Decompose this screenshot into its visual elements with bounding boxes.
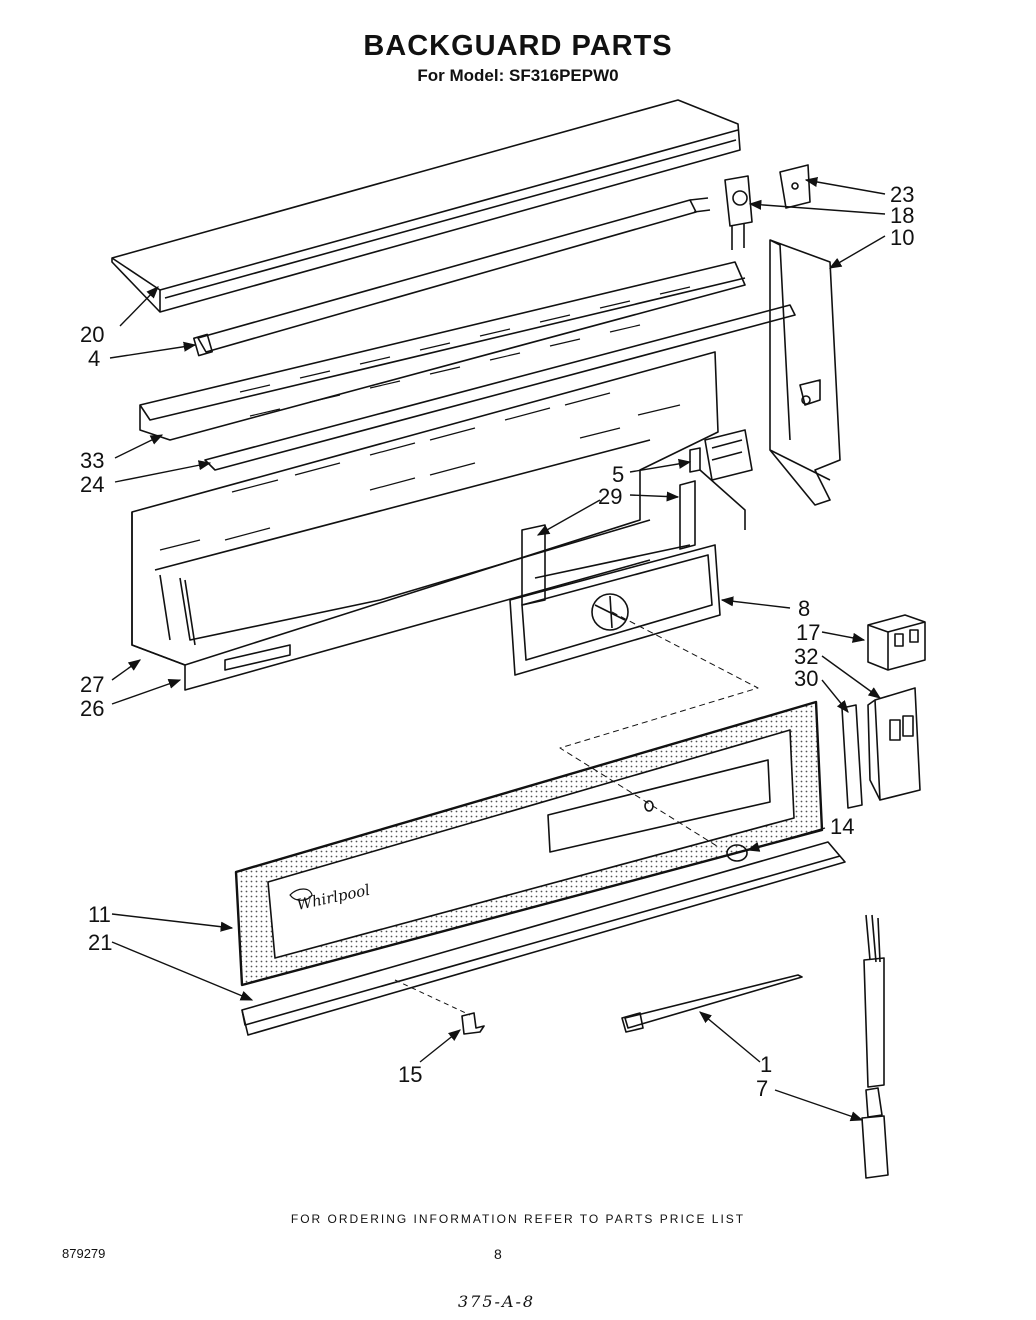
page-number: 8 xyxy=(494,1246,502,1262)
part-switch-bracket xyxy=(867,687,921,801)
part-probe xyxy=(621,974,803,1033)
part-lamp-holder xyxy=(724,175,753,250)
part-transformer xyxy=(699,429,753,530)
model-subtitle: For Model: SF316PEPW0 xyxy=(417,66,619,85)
part-sensor-lead xyxy=(861,914,889,1179)
part-trim-strip xyxy=(841,704,863,809)
callout-14: 14 xyxy=(830,814,855,839)
callout-29: 29 xyxy=(598,484,623,509)
callout-17: 17 xyxy=(796,620,821,645)
part-lamp-channel xyxy=(139,261,796,471)
part-fluorescent-tube xyxy=(192,197,711,357)
page-title: BACKGUARD PARTS xyxy=(363,30,673,62)
callout-32: 32 xyxy=(794,644,819,669)
callout-18: 18 xyxy=(890,203,915,228)
callout-4: 4 xyxy=(88,346,101,371)
callout-8: 8 xyxy=(798,596,811,621)
handwritten-code: 375-A-8 xyxy=(458,1292,536,1311)
callout-1: 1 xyxy=(760,1052,773,1077)
leader-lines xyxy=(109,177,886,1122)
document-number: 879279 xyxy=(62,1246,106,1261)
callout-23: 23 xyxy=(890,182,915,207)
callout-20: 20 xyxy=(80,322,105,347)
part-top-cap xyxy=(111,99,741,313)
part-switch xyxy=(867,614,926,671)
ordering-info-note: FOR ORDERING INFORMATION REFER TO PARTS … xyxy=(290,1212,746,1226)
part-clip xyxy=(461,1012,485,1035)
callout-30: 30 xyxy=(794,666,819,691)
part-knob xyxy=(726,844,748,862)
callout-11: 11 xyxy=(88,902,111,927)
callout-7: 7 xyxy=(756,1076,769,1101)
callout-33: 33 xyxy=(80,448,105,473)
callout-5: 5 xyxy=(612,462,625,487)
part-control-panel: Whirlpool xyxy=(234,700,824,987)
callout-26: 26 xyxy=(80,696,105,721)
part-clock-frame xyxy=(509,544,721,676)
callout-24: 24 xyxy=(80,472,105,497)
callout-15: 15 xyxy=(398,1062,423,1087)
part-small-plate xyxy=(779,164,811,209)
part-end-bracket xyxy=(769,239,841,506)
callout-10: 10 xyxy=(890,225,915,250)
callout-27: 27 xyxy=(80,672,105,697)
callout-21: 21 xyxy=(88,930,113,955)
part-bottom-trim xyxy=(241,841,846,1036)
